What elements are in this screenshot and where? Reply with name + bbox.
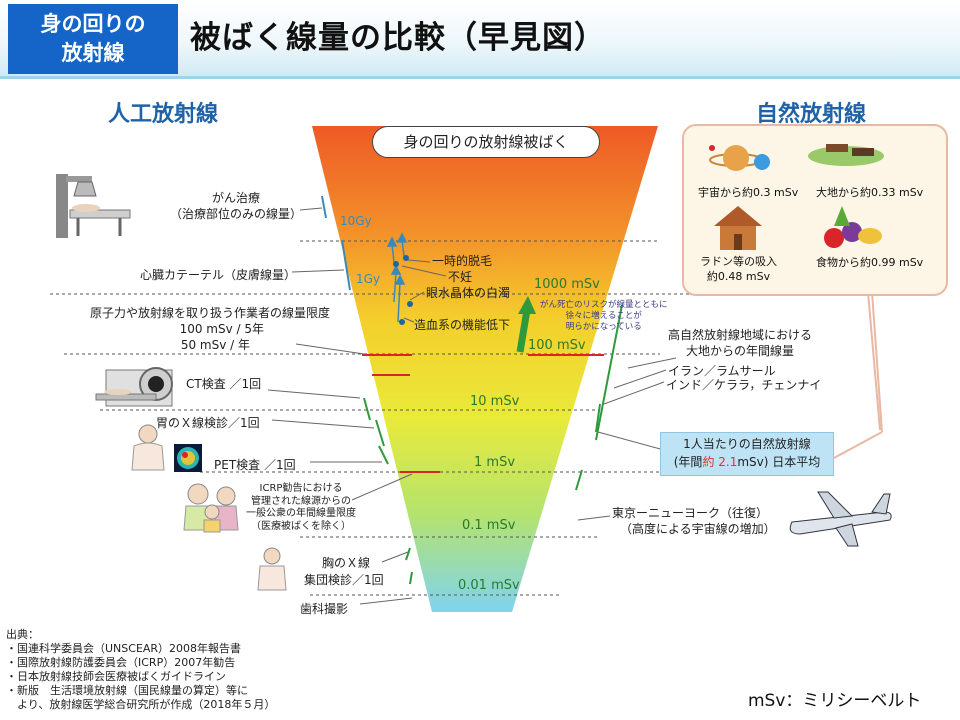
therapy-machine-illustration <box>56 174 131 238</box>
source-3: ・日本放射線技師会医療被ばくガイドライン <box>6 670 226 683</box>
leader-lines <box>267 207 677 605</box>
level-1msv: 1 mSv <box>474 455 516 470</box>
label-india: インド／ケララ，チェンナイ <box>666 378 822 392</box>
chest-xray-line2: 集団検診／1回 <box>304 573 384 587</box>
level-1000msv: 1000 mSv <box>534 277 600 292</box>
label-chest-xray: 胸のＸ線 集団検診／1回 <box>304 555 384 589</box>
label-ct: CT検査 ／1回 <box>186 377 262 391</box>
flight-line1: 東京ーニューヨーク（往復） <box>612 506 769 520</box>
natural-ground: 大地から約0.33 mSv <box>816 186 924 199</box>
label-public-limit: ICRP勧告における 管理された線源からの 一般公衆の年間線量限度 （医療被ばく… <box>246 483 356 533</box>
label-dental: 歯科撮影 <box>300 602 349 616</box>
cancer-risk-line1: がん死亡のリスクが線量とともに <box>540 300 668 310</box>
label-high-natural-areas: 高自然放射線地域における 大地からの年間線量 <box>668 327 812 359</box>
family-illustration <box>183 483 239 533</box>
section-artificial: 人工放射線 <box>108 102 219 127</box>
public-limit-line3: 一般公衆の年間線量限度 <box>246 508 356 519</box>
radon-line1: ラドン等の吸入 <box>700 255 777 268</box>
dose-funnel <box>312 126 658 612</box>
public-limit-line2: 管理された線源からの <box>251 495 351 507</box>
avg-line2-pre: (年間 <box>673 455 703 469</box>
planet-icon <box>709 145 770 171</box>
worker-limit-annual: 50 mSv / 年 <box>180 338 250 352</box>
cancer-risk-note: がん死亡のリスクが線量とともに 徐々に増えることが 明らかになっている <box>540 300 668 333</box>
avg-value: 約 2.1 <box>702 455 738 469</box>
house-icon <box>714 206 762 250</box>
source-1: ・国連科学委員会（UNSCEAR）2008年報告書 <box>6 642 242 655</box>
avg-line2-post: mSv) 日本平均 <box>737 455 821 469</box>
avg-line2: (年間約 2.1mSv) 日本平均 <box>661 453 833 471</box>
ct-scanner-illustration <box>95 367 173 407</box>
high-areas-line1: 高自然放射線地域における <box>668 328 813 342</box>
source-5: より、放射線医学総合研究所が作成（2018年５月） <box>6 698 276 711</box>
sources-list: 出典： ・国連科学委員会（UNSCEAR）2008年報告書 ・国際放射線防護委員… <box>6 628 275 712</box>
badge-line1: 身の回りの <box>40 12 146 36</box>
label-flight: 東京ーニューヨーク（往復） （高度による宇宙線の増加） <box>612 505 776 537</box>
cancer-risk-line2: 徐々に増えることが <box>565 311 642 321</box>
flight-line2: （高度による宇宙線の増加） <box>620 522 776 536</box>
source-2: ・国際放射線防護委員会（ICRP）2007年勧告 <box>6 656 236 669</box>
limit-markers <box>362 354 604 473</box>
radon-line2: 約0.48 mSv <box>706 270 771 283</box>
level-10gy: 10Gy <box>340 214 372 228</box>
airplane-illustration <box>789 491 892 547</box>
label-iran: イラン／ラムサール <box>668 364 776 378</box>
natural-food: 食物から約0.99 mSv <box>816 256 924 269</box>
category-badge: 身の回りの 放射線 <box>8 4 178 74</box>
avg-line1: 1人当たりの自然放射線 <box>683 437 811 451</box>
chest-xray-line1: 胸のＸ線 <box>322 556 371 570</box>
level-001msv: 0.01 mSv <box>458 578 520 593</box>
cancer-therapy-line1: がん治療 <box>212 191 261 205</box>
section-natural: 自然放射線 <box>756 102 867 127</box>
natural-radon: ラドン等の吸入 約0.48 mSv <box>700 254 777 284</box>
level-10msv: 10 mSv <box>470 394 520 409</box>
green-dose-markers <box>363 304 623 585</box>
public-limit-line1: ICRP勧告における <box>259 483 343 494</box>
page-title: 被ばく線量の比較（早見図） <box>190 20 606 56</box>
blue-dose-markers <box>321 195 351 291</box>
effect-infertility: 不妊 <box>448 270 473 284</box>
badge-line2: 放射線 <box>61 41 125 65</box>
label-worker-limit: 原子力や放射線を取り扱う作業者の線量限度 100 mSv / 5年 50 mSv… <box>70 305 330 353</box>
unit-note: mSv：ミリシーベルト <box>748 691 922 711</box>
label-stomach-xray: 胃のＸ線検診／1回 <box>156 416 260 430</box>
worker-limit-5yr: 100 mSv / 5年 <box>179 322 264 336</box>
horse-icon <box>808 144 884 166</box>
effect-cataract: 眼水晶体の白濁 <box>426 286 511 300</box>
label-pet: PET検査 ／1回 <box>214 458 296 472</box>
header-divider <box>0 76 960 79</box>
label-cancer-therapy: がん治療 （治療部位のみの線量） <box>170 190 302 222</box>
effect-arrows <box>386 232 408 323</box>
label-cardiac-catheter: 心臓カテーテル（皮膚線量） <box>140 268 297 282</box>
pet-scan-image <box>174 444 202 472</box>
source-4: ・新版 生活環境放射線（国民線量の算定）等に <box>6 684 248 697</box>
risk-arrow <box>516 296 536 353</box>
level-100msv: 100 mSv <box>528 338 586 353</box>
natural-icons <box>709 144 884 250</box>
patient-illustration <box>131 424 165 471</box>
natural-sources-box: 宇宙から約0.3 mSv 大地から約0.33 mSv ラドン等の吸入 約0.48… <box>682 124 948 296</box>
food-icon <box>824 206 882 248</box>
cancer-therapy-line2: （治療部位のみの線量） <box>170 207 303 221</box>
japan-average-box: 1人当たりの自然放射線 (年間約 2.1mSv) 日本平均 <box>660 432 834 476</box>
effect-hematopoietic: 造血系の機能低下 <box>414 318 511 332</box>
effect-dots <box>393 255 413 325</box>
public-limit-line4: （医療被ばくを除く） <box>251 520 351 532</box>
source-heading: 出典： <box>6 628 39 641</box>
chest-xray-patient-illustration <box>257 547 287 591</box>
cancer-risk-line3: 明らかになっている <box>565 322 642 332</box>
natural-cosmic: 宇宙から約0.3 mSv <box>698 186 799 199</box>
level-01msv: 0.1 mSv <box>462 518 516 533</box>
high-areas-line2: 大地からの年間線量 <box>686 344 795 358</box>
effect-hair-loss: 一時的脱毛 <box>432 254 493 268</box>
funnel-label: 身の回りの放射線被ばく <box>372 126 600 158</box>
worker-limit-line1: 原子力や放射線を取り扱う作業者の線量限度 <box>89 306 330 320</box>
level-1gy: 1Gy <box>356 272 381 286</box>
natural-callout <box>833 291 883 459</box>
